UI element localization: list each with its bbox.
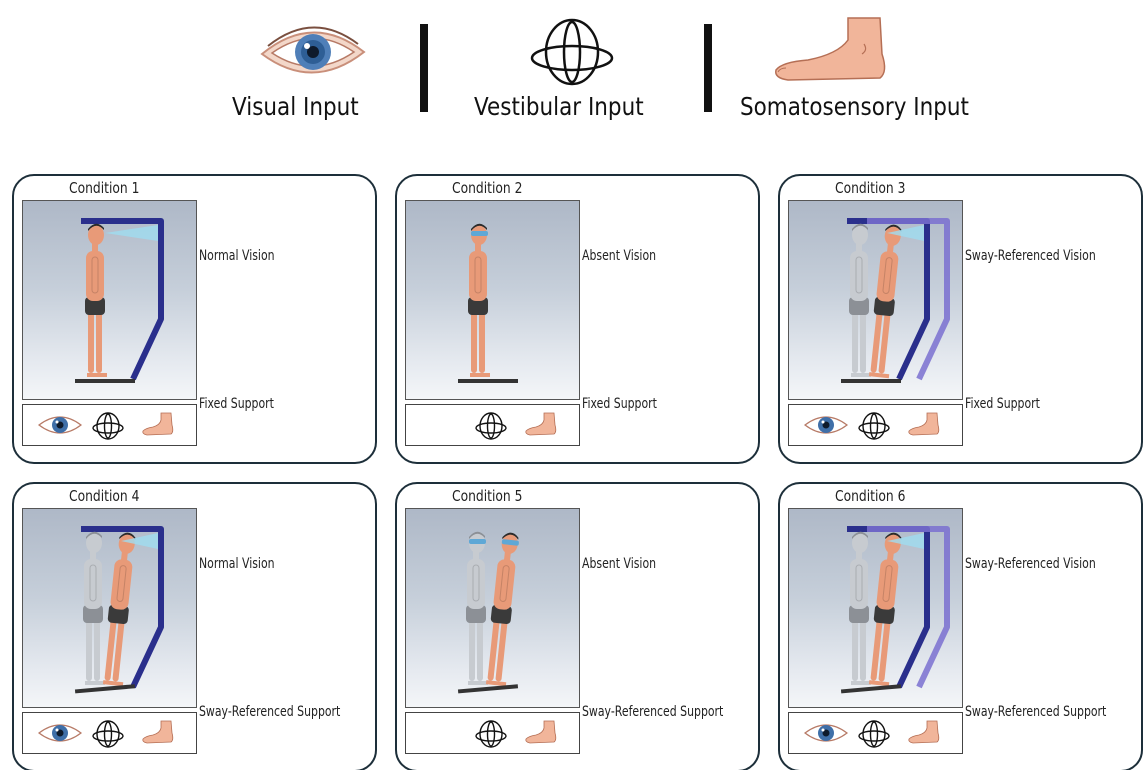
foot-icon [768, 14, 898, 86]
foot-icon [141, 411, 175, 437]
condition-panel-6: Condition 6 Sway-Referenced Vision Sway-… [778, 482, 1143, 770]
condition-panel-2: Condition 2 Absent Vision Fixed Support [395, 174, 760, 464]
legend-visual: Visual Input [230, 10, 390, 130]
foot-icon [524, 411, 558, 437]
vision-condition-label: Normal Vision [199, 556, 275, 572]
foot-icon-cell [141, 719, 175, 750]
vestibular-icon-cell [857, 411, 891, 446]
vestibular-icon-cell [91, 719, 125, 754]
eye-icon-cell [803, 411, 849, 444]
foot-icon-cell [524, 719, 558, 750]
condition-scene [22, 200, 197, 400]
vestibular-icon-cell [857, 719, 891, 754]
eye-icon-cell [37, 719, 83, 752]
vision-condition-label: Absent Vision [582, 248, 656, 264]
vision-condition-label: Sway-Referenced Vision [965, 556, 1096, 572]
condition-scene [405, 200, 580, 400]
foot-icon [907, 719, 941, 745]
sway-ghost-figure [849, 224, 871, 377]
condition-scene [22, 508, 197, 708]
vestibular-icon-cell [91, 411, 125, 446]
legend-vestibular: Vestibular Input [470, 10, 650, 130]
sensory-inputs-strip [788, 712, 963, 754]
condition-title: Condition 2 [452, 179, 522, 197]
vision-condition-label: Normal Vision [199, 248, 275, 264]
vestibular-icon-cell [474, 411, 508, 446]
sensory-inputs-strip [22, 712, 197, 754]
foot-icon-cell [141, 411, 175, 442]
condition-title: Condition 4 [69, 487, 139, 505]
eye-icon [258, 16, 368, 86]
condition-panel-1: Condition 1 Normal Vision Fixed Support [12, 174, 377, 464]
standing-person [484, 532, 522, 687]
condition-title: Condition 6 [835, 487, 905, 505]
standing-person [867, 224, 905, 379]
vestibular-icon-cell [474, 719, 508, 754]
vestibular-icon [522, 16, 622, 88]
foot-icon [524, 719, 558, 745]
fixed-platform [458, 379, 518, 383]
support-condition-label: Sway-Referenced Support [582, 704, 723, 720]
fixed-platform [841, 379, 901, 383]
condition-panel-4: Condition 4 Normal Vision Sway-Reference… [12, 482, 377, 770]
support-condition-label: Sway-Referenced Support [965, 704, 1106, 720]
foot-icon-cell [907, 411, 941, 442]
support-condition-label: Fixed Support [199, 396, 274, 412]
standing-person [101, 532, 139, 687]
eye-icon-cell [37, 411, 83, 444]
sway-platform [458, 684, 518, 693]
condition-panel-5: Condition 5 Absent Vision Sway-Reference… [395, 482, 760, 770]
support-condition-label: Fixed Support [582, 396, 657, 412]
condition-title: Condition 5 [452, 487, 522, 505]
condition-title: Condition 1 [69, 179, 139, 197]
sensory-inputs-strip [788, 404, 963, 446]
legend-divider [420, 24, 428, 112]
vestibular-icon [474, 411, 508, 441]
standing-person [468, 224, 490, 377]
sensory-inputs-strip [405, 404, 580, 446]
condition-panel-3: Condition 3 Sway-Referenced Vision Fixed… [778, 174, 1143, 464]
condition-scene [788, 508, 963, 708]
support-condition-label: Sway-Referenced Support [199, 704, 340, 720]
condition-scene [405, 508, 580, 708]
sensory-inputs-strip [405, 712, 580, 754]
foot-icon-cell [907, 719, 941, 750]
vestibular-icon [857, 411, 891, 441]
vestibular-icon [91, 411, 125, 441]
eye-icon [803, 719, 849, 747]
standing-person [867, 532, 905, 687]
vision-condition-label: Absent Vision [582, 556, 656, 572]
vestibular-icon [91, 719, 125, 749]
eye-icon [37, 411, 83, 439]
legend-vestibular-label: Vestibular Input [474, 92, 644, 121]
sway-ghost-figure [849, 532, 871, 685]
foot-icon [141, 719, 175, 745]
eye-icon [37, 719, 83, 747]
foot-icon-cell [524, 411, 558, 442]
sway-platform [75, 684, 135, 693]
support-condition-label: Fixed Support [965, 396, 1040, 412]
eye-icon-cell [803, 719, 849, 752]
legend-visual-label: Visual Input [232, 92, 359, 121]
legend-divider [704, 24, 712, 112]
sensory-inputs-strip [22, 404, 197, 446]
sway-platform [841, 684, 901, 693]
legend-somatosensory-label: Somatosensory Input [740, 92, 969, 121]
foot-icon [907, 411, 941, 437]
vestibular-icon [857, 719, 891, 749]
legend-somatosensory: Somatosensory Input [740, 10, 980, 130]
sway-ghost-figure [466, 532, 488, 685]
vision-condition-label: Sway-Referenced Vision [965, 248, 1096, 264]
condition-title: Condition 3 [835, 179, 905, 197]
condition-scene [788, 200, 963, 400]
fixed-platform [75, 379, 135, 383]
sway-ghost-figure [83, 532, 105, 685]
standing-person [85, 224, 107, 377]
eye-icon [803, 411, 849, 439]
vestibular-icon [474, 719, 508, 749]
